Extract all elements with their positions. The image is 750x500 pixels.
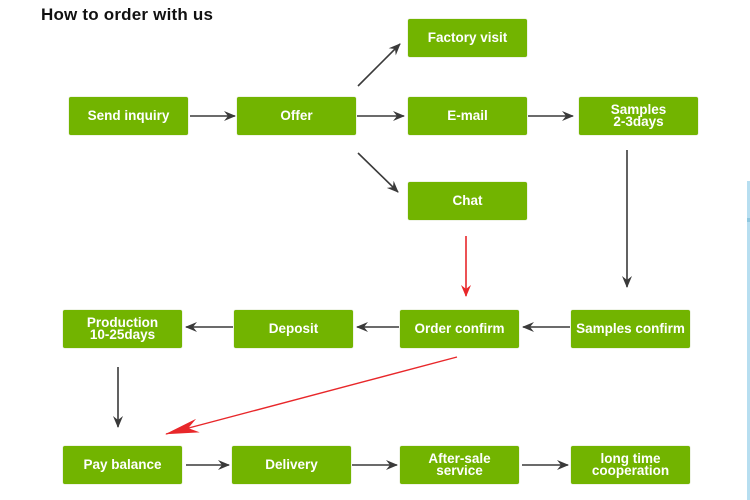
page-title: How to order with us	[41, 5, 214, 24]
arrow-order-confirm-to-pay-balance	[165, 356, 458, 435]
step-samples[interactable]: Samples 2-3days	[579, 97, 698, 135]
step-factory-visit[interactable]: Factory visit	[408, 19, 527, 57]
step-offer[interactable]: Offer	[237, 97, 356, 135]
step-pay-balance[interactable]: Pay balance	[63, 446, 182, 484]
step-order-confirm[interactable]: Order confirm	[400, 310, 519, 348]
step-after-sale[interactable]: After-sale service	[400, 446, 519, 484]
step-production[interactable]: Production 10-25days	[63, 310, 182, 348]
step-long-time-cooperation[interactable]: long time cooperation	[571, 446, 690, 484]
step-chat[interactable]: Chat	[408, 182, 527, 220]
step-deposit[interactable]: Deposit	[234, 310, 353, 348]
step-delivery[interactable]: Delivery	[232, 446, 351, 484]
step-send-inquiry[interactable]: Send inquiry	[69, 97, 188, 135]
arrow-offer-to-factory-visit	[357, 43, 401, 87]
side-divider	[747, 181, 750, 500]
arrow-offer-to-chat	[357, 152, 399, 193]
step-email[interactable]: E-mail	[408, 97, 527, 135]
step-samples-confirm[interactable]: Samples confirm	[571, 310, 690, 348]
